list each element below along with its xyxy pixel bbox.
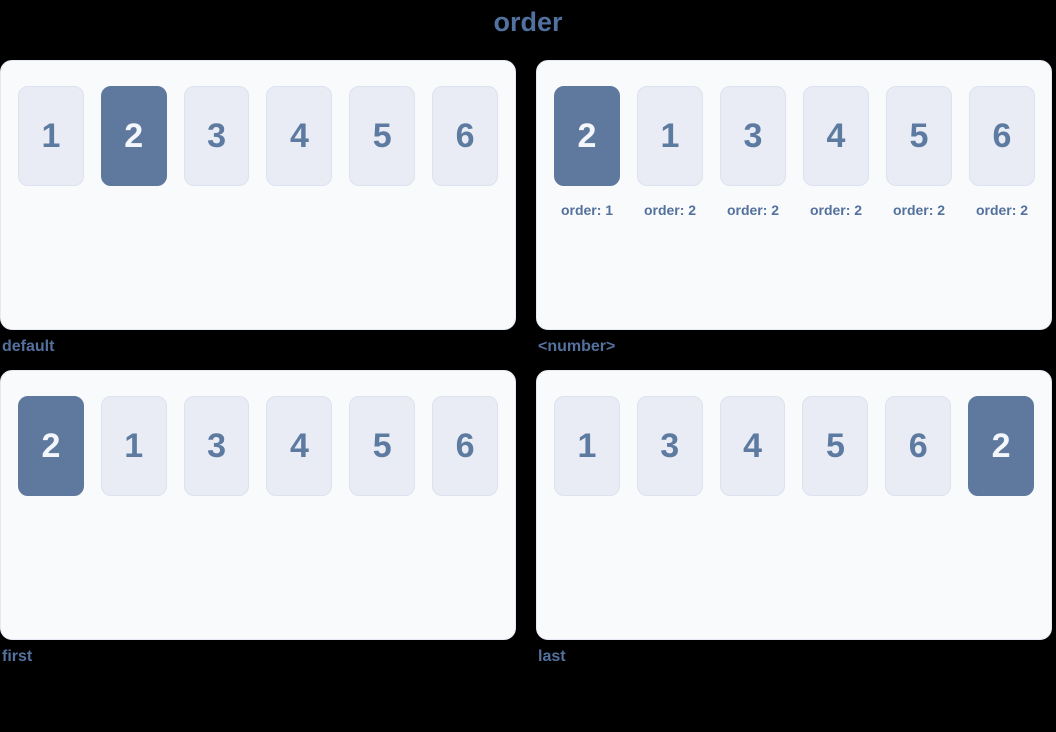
- demo-cell-default: 1 2 3 4 5 6 default: [0, 60, 516, 356]
- flex-item: 5: [886, 86, 952, 187]
- flex-item: 1: [100, 396, 167, 497]
- flex-item: 1: [554, 396, 620, 497]
- flex-item-group: 2 order: 1: [554, 86, 620, 218]
- order-annotation: order: 2: [809, 202, 863, 219]
- page-title: order: [493, 7, 563, 37]
- flex-item: 4: [803, 86, 869, 187]
- flex-item-group: 6 order: 2: [969, 86, 1035, 218]
- flex-item: 6: [432, 396, 498, 497]
- flex-item: 4: [266, 396, 333, 497]
- flex-item: 3: [183, 86, 250, 187]
- flex-item: 3: [720, 86, 786, 187]
- demo-grid: 1 2 3 4 5 6 default 2 order: 1 1 order: …: [0, 60, 1052, 666]
- demo-cell-last: 1 3 4 5 6 2 last: [536, 370, 1052, 666]
- demo-panel-default: 1 2 3 4 5 6: [0, 60, 516, 331]
- demo-cell-first: 2 1 3 4 5 6 first: [0, 370, 516, 666]
- order-annotation: order: 1: [560, 202, 614, 219]
- demo-cell-number: 2 order: 1 1 order: 2 3 order: 2 4 order…: [536, 60, 1052, 356]
- flex-item: 6: [885, 396, 952, 497]
- flex-item-group: 5 order: 2: [886, 86, 952, 218]
- flex-item: 5: [349, 396, 416, 497]
- flex-item: 3: [183, 396, 250, 497]
- flex-item-highlighted: 2: [968, 396, 1034, 497]
- flex-item-highlighted: 2: [554, 86, 620, 187]
- panel-caption-first: first: [2, 648, 33, 666]
- flex-item: 3: [636, 396, 703, 497]
- flex-item: 4: [266, 86, 333, 187]
- panel-caption-last: last: [538, 648, 566, 666]
- order-annotation: order: 2: [975, 202, 1029, 219]
- flex-item: 1: [18, 86, 84, 187]
- flex-item: 4: [719, 396, 786, 497]
- flex-item: 6: [969, 86, 1035, 187]
- flex-item-highlighted: 2: [100, 86, 167, 187]
- order-annotation: order: 2: [643, 202, 697, 219]
- flex-item-highlighted: 2: [18, 396, 84, 497]
- panel-caption-number: <number>: [538, 338, 616, 356]
- flex-item: 5: [802, 396, 869, 497]
- demo-panel-last: 1 3 4 5 6 2: [536, 370, 1052, 641]
- order-annotation: order: 2: [726, 202, 780, 219]
- flex-item: 6: [432, 86, 498, 187]
- flex-item: 1: [637, 86, 703, 187]
- demo-panel-number: 2 order: 1 1 order: 2 3 order: 2 4 order…: [536, 60, 1052, 331]
- flex-item-group: 1 order: 2: [637, 86, 703, 218]
- flex-item: 5: [349, 86, 416, 187]
- order-annotation: order: 2: [892, 202, 946, 219]
- flex-item-group: 4 order: 2: [803, 86, 869, 218]
- flex-item-group: 3 order: 2: [720, 86, 786, 218]
- panel-caption-default: default: [2, 338, 55, 356]
- demo-panel-first: 2 1 3 4 5 6: [0, 370, 516, 641]
